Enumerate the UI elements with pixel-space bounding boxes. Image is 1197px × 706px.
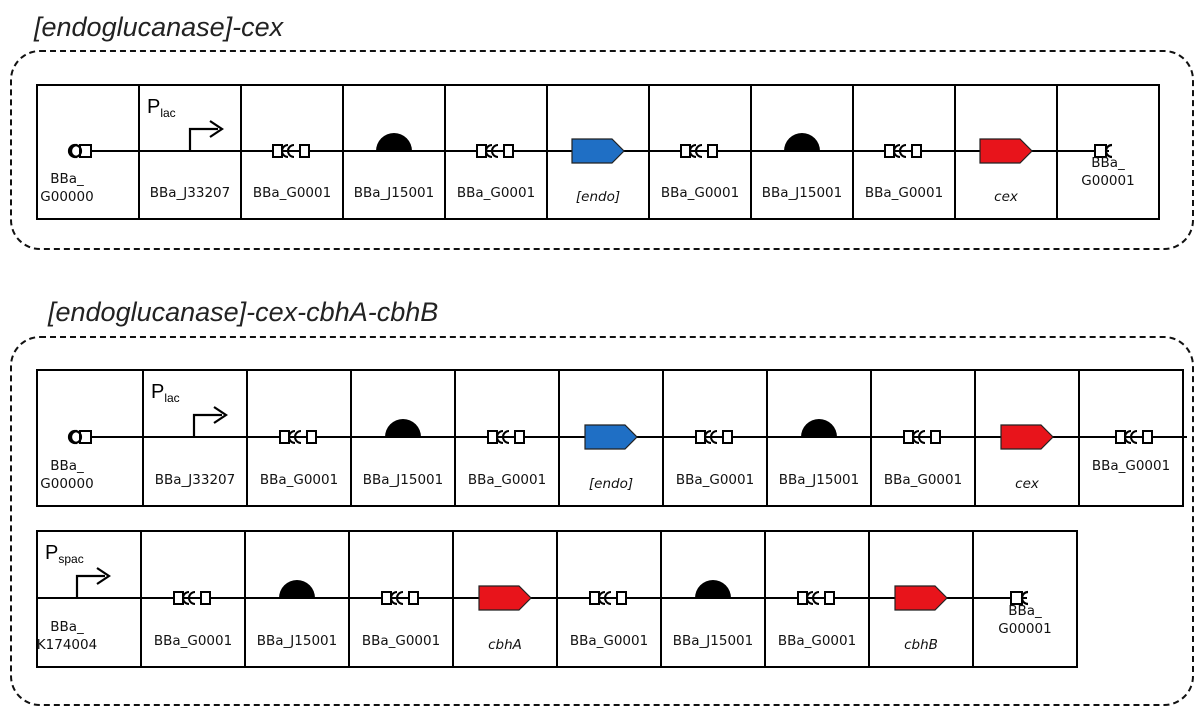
part-label: BBa_G0001 (1092, 458, 1170, 474)
part-cds: [endo] (546, 84, 650, 220)
part-scar: BBa_G0001 (662, 369, 768, 507)
part-label: BBa_G0001 (457, 185, 535, 201)
part-rbs: BBa_J15001 (750, 84, 854, 220)
part-rbs: BBa_J15001 (350, 369, 456, 507)
part-label: cex (1015, 476, 1040, 492)
rbs-icon (385, 419, 421, 437)
part-label: BBa_J33207 (155, 472, 235, 488)
part-scar: BBa_G0001 (870, 369, 976, 507)
scar-icon (1115, 430, 1153, 444)
scar-icon (695, 430, 733, 444)
part-label: cbhB (904, 637, 938, 653)
part-label: K174004 (37, 637, 97, 653)
part-label: cex (994, 189, 1019, 205)
part-label: BBa_G0001 (676, 472, 754, 488)
part-label: BBa_J15001 (673, 633, 753, 649)
part-label: BBa_J15001 (762, 185, 842, 201)
part-label: G00001 (1081, 173, 1134, 189)
scar-icon (797, 591, 835, 605)
part-terminator-start: BBa_ G00000 (36, 369, 144, 507)
part-scar-open: BBa_G0001 (1078, 369, 1184, 507)
part-label: [endo] (576, 189, 620, 205)
part-label: BBa_J15001 (354, 185, 434, 201)
part-label: BBa_G0001 (362, 633, 440, 649)
scar-icon (903, 430, 941, 444)
part-terminator-end: BBa_ G00001 (972, 530, 1078, 668)
part-terminator-end: BBa_ G00001 (1056, 84, 1160, 220)
terminator-icon (1094, 143, 1113, 159)
construct-frame-1 (10, 50, 1194, 250)
promoter-name: Pspac (45, 542, 84, 566)
cds-arrow-icon (1000, 424, 1054, 450)
part-label: G00001 (998, 621, 1051, 637)
part-label: BBa_G0001 (884, 472, 962, 488)
cds-arrow-icon (584, 424, 638, 450)
rbs-icon (376, 133, 412, 151)
promoter-arrow-icon (75, 567, 111, 598)
part-cds: [endo] (558, 369, 664, 507)
terminator-icon (67, 143, 92, 159)
promoter-arrow-icon (192, 406, 228, 437)
part-label: BBa_J15001 (257, 633, 337, 649)
promoter-name: Plac (151, 381, 180, 405)
part-label: G00000 (40, 476, 93, 492)
rbs-icon (801, 419, 837, 437)
part-cds: cex (974, 369, 1080, 507)
cds-arrow-icon (979, 138, 1033, 164)
part-scar: BBa_G0001 (348, 530, 454, 668)
scar-icon (589, 591, 627, 605)
part-label: BBa_ (50, 458, 84, 474)
part-scar: BBa_G0001 (852, 84, 956, 220)
cds-arrow-icon (478, 585, 532, 611)
promoter-name: Plac (147, 96, 176, 120)
part-label: BBa_G0001 (154, 633, 232, 649)
terminator-icon (1010, 590, 1029, 606)
construct-title-1: [endoglucanase]-cex (34, 12, 284, 42)
part-label: BBa_G0001 (661, 185, 739, 201)
scar-icon (476, 144, 514, 158)
scar-icon (272, 144, 310, 158)
part-label: BBa_G0001 (865, 185, 943, 201)
part-label: BBa_ (50, 619, 84, 635)
scar-icon (381, 591, 419, 605)
part-label: G00000 (40, 189, 93, 205)
part-label: BBa_G0001 (253, 185, 331, 201)
construct-title-2: [endoglucanase]-cex-cbhA-cbhB (48, 297, 439, 327)
part-label: BBa_ (50, 171, 84, 187)
rbs-icon (695, 580, 731, 598)
scar-icon (680, 144, 718, 158)
scar-icon (884, 144, 922, 158)
part-label: BBa_J15001 (363, 472, 443, 488)
part-label: BBa_G0001 (260, 472, 338, 488)
scar-icon (279, 430, 317, 444)
part-label: BBa_G0001 (778, 633, 856, 649)
part-label: BBa_J15001 (779, 472, 859, 488)
scar-icon (173, 591, 211, 605)
part-label: [endo] (589, 476, 633, 492)
cds-arrow-icon (894, 585, 948, 611)
part-label: BBa_ (1091, 155, 1125, 171)
part-label: BBa_G0001 (570, 633, 648, 649)
part-label: BBa_ (1008, 603, 1042, 619)
part-label: BBa_J33207 (150, 185, 230, 201)
part-rbs: BBa_J15001 (342, 84, 446, 220)
rbs-icon (279, 580, 315, 598)
scar-icon (487, 430, 525, 444)
part-label: cbhA (488, 637, 522, 653)
rbs-icon (784, 133, 820, 151)
part-cds: cbhA (452, 530, 558, 668)
terminator-icon (67, 429, 92, 445)
cds-arrow-icon (571, 138, 625, 164)
promoter-arrow-icon (188, 120, 224, 151)
part-label: BBa_G0001 (468, 472, 546, 488)
